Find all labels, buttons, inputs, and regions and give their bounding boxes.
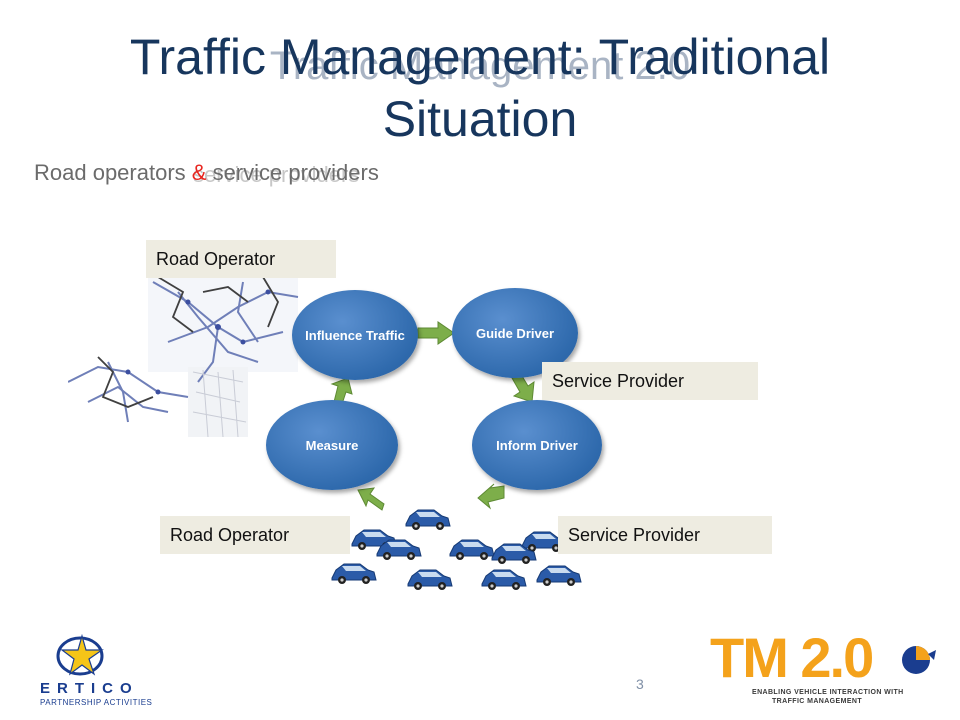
node-measure: Measure xyxy=(266,400,398,490)
ghost-title: Traffic Management 2.0 xyxy=(269,44,691,88)
label-road-operator-top: Road Operator xyxy=(146,240,336,278)
arrow-down-left xyxy=(477,483,505,510)
slide-title: Traffic Management: Traditional Situatio… xyxy=(129,29,831,147)
subtitle-ghost: service providers xyxy=(193,162,360,187)
tm20-tagline-line2: TRAFFIC MANAGEMENT xyxy=(772,698,863,705)
arrow-up-left xyxy=(357,487,385,511)
subtitle-ampersand: & xyxy=(191,160,207,185)
subtitle-prefix: Road operators xyxy=(34,160,192,185)
label-service-provider-mid: Service Provider xyxy=(542,362,758,400)
label-service-provider-bottom: Service Provider xyxy=(558,516,772,554)
ertico-subtitle: PARTNERSHIP ACTIVITIES xyxy=(40,698,153,707)
tm20-badge-icon xyxy=(902,646,936,674)
tm20-logo-text: TM 2.0 xyxy=(710,626,874,689)
arrow-down-right xyxy=(511,375,535,403)
node-influence-traffic: Influence Traffic xyxy=(292,290,418,380)
node-inform-driver: Inform Driver xyxy=(472,400,602,490)
page-number: 3 xyxy=(636,676,644,692)
subtitle: Road operators & service providers xyxy=(34,160,379,186)
ertico-wordmark: ERTICO xyxy=(40,680,139,697)
tm20-tagline-line1: ENABLING VEHICLE INTERACTION WITH xyxy=(752,689,904,696)
arrow-right xyxy=(417,321,455,345)
tm20-tagline: ENABLING VEHICLE INTERACTION WITH TRAFFI… xyxy=(752,688,904,706)
ertico-star-icon xyxy=(56,634,104,676)
road-network-map xyxy=(68,272,299,438)
label-road-operator-bottom: Road Operator xyxy=(160,516,350,554)
subtitle-suffix: service providers xyxy=(206,160,379,185)
